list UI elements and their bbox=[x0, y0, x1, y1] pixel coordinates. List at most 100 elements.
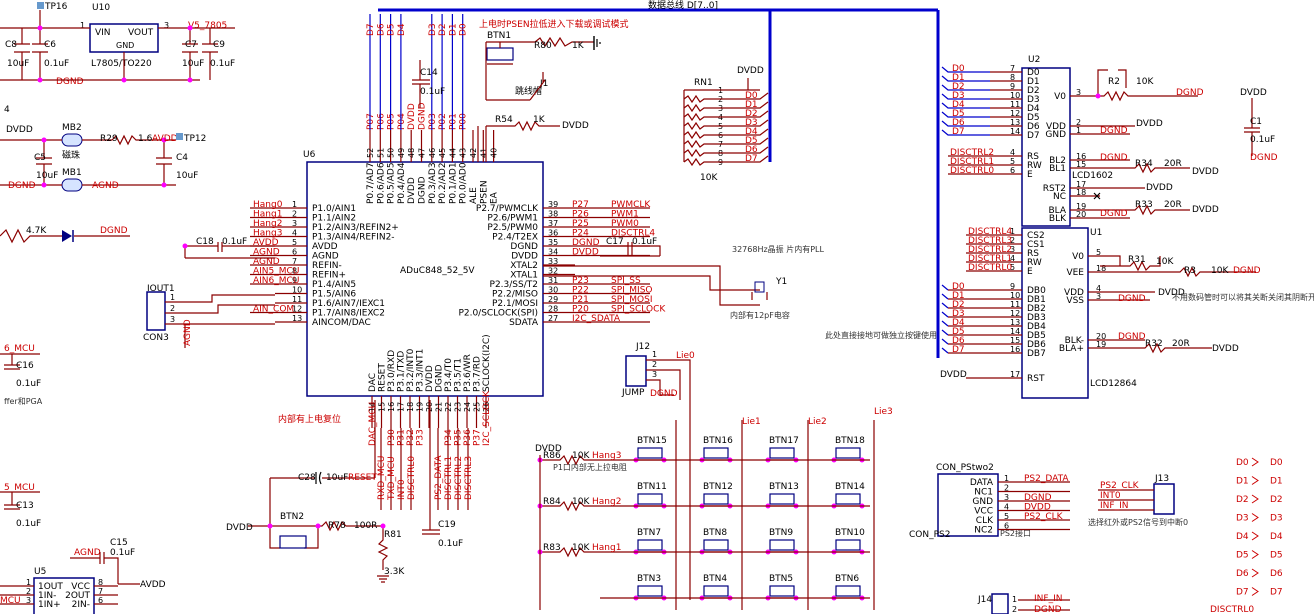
u6-left-pin-name: P1.2/AIN3/REFIN2+ bbox=[312, 223, 399, 233]
c13-val: 0.1uF bbox=[16, 519, 41, 529]
c13-ref: C13 bbox=[16, 501, 34, 511]
reset-circuit[interactable]: C28 10uF RESET BTN2 DVDD R78 100R R81 3.… bbox=[226, 400, 405, 583]
u5-right-pin: 2OUT bbox=[65, 591, 90, 601]
j14-connector[interactable]: J14 1 2 INF_IN DGND bbox=[977, 593, 1070, 614]
rn1-net: D3 bbox=[745, 118, 758, 128]
u1-data-num: 14 bbox=[1010, 327, 1020, 336]
u6-left-net: Hang1 bbox=[253, 210, 282, 220]
u6-right-pin-name: P2.3/SS/T2 bbox=[490, 280, 538, 290]
j13-connector[interactable]: J13 PS2_CLK INT0 INF_IN 选择红外或PS2信号到中断0 bbox=[1088, 474, 1188, 527]
u2-pin-num: 14 bbox=[1010, 127, 1020, 136]
u6-left-pin-num: 13 bbox=[292, 314, 302, 323]
u2-pin-num: 13 bbox=[1010, 118, 1020, 127]
u2-pin-num: 12 bbox=[1010, 109, 1020, 118]
rn1-resistor bbox=[683, 128, 769, 140]
u5-left-pin: 1IN+ bbox=[38, 600, 61, 610]
u6-top-net: P02 bbox=[438, 113, 448, 130]
u6-bottom-net: P30 bbox=[387, 429, 397, 446]
power-filter[interactable]: DVDD MB2 磁珠 MB1 R29 1.6 AVDD TP12 C5 10u… bbox=[0, 123, 206, 192]
ps2-pin-name: VCC bbox=[974, 507, 993, 517]
u6-bottom-pin-num: 19 bbox=[416, 402, 425, 412]
u6-right-net: P24 bbox=[572, 229, 589, 239]
u6-right-pin-num: 30 bbox=[548, 286, 558, 295]
ps2-pin-net: PS2_DATA bbox=[1024, 474, 1069, 484]
ps2-pin-num: 5 bbox=[1004, 512, 1009, 521]
j12-jumper[interactable]: J12 JUMP 1 2 3 Lie0 DGND bbox=[621, 342, 695, 600]
u6-bottom-sig: DISCTRL0 bbox=[407, 456, 417, 500]
u1-vss-net: DGND bbox=[1118, 294, 1146, 304]
u1-part: LCD12864 bbox=[1090, 379, 1137, 389]
r78-val: 100R bbox=[354, 521, 377, 531]
u10-ref: U10 bbox=[92, 3, 110, 13]
u6-top-pin-name: P0.4/AD4 bbox=[397, 162, 407, 204]
u6-right-pin-num: 39 bbox=[548, 200, 558, 209]
keypad-row-resistor bbox=[540, 500, 600, 512]
c19-val: 0.1uF bbox=[438, 539, 463, 549]
keypad-button-label: BTN18 bbox=[835, 436, 865, 446]
edge-label-left: D5 bbox=[1236, 551, 1249, 561]
u6-ref: U6 bbox=[303, 150, 316, 160]
u2-bl2-net: DGND bbox=[1100, 153, 1128, 163]
u6-right-net: P21 bbox=[572, 295, 589, 305]
u6-bottom-pin-name: P3.3/INT1 bbox=[416, 349, 426, 392]
c18-ref: C18 bbox=[196, 237, 214, 247]
u6-right-pin-num: 33 bbox=[548, 257, 558, 266]
u6-bottom-pin-num: 17 bbox=[397, 402, 406, 412]
u5-right-num: 7 bbox=[98, 587, 103, 596]
edge-label-right: D6 bbox=[1270, 569, 1283, 579]
r29-ref: R29 bbox=[100, 134, 118, 144]
u6-right-sig: DISCTRL4 bbox=[611, 229, 655, 239]
u6-left-net: AIN5_MCU bbox=[253, 267, 299, 277]
c28-ref: C28 bbox=[298, 473, 316, 483]
u6-bottom-sig: DISCTRL1 bbox=[444, 456, 454, 500]
u6-top-pin-num: 42 bbox=[469, 148, 478, 158]
r2-val: 10K bbox=[1136, 77, 1154, 87]
c17-cap: C17 0.1uF bbox=[600, 237, 661, 257]
c15-val: 0.1uF bbox=[110, 548, 135, 558]
u6-bottom-net: I2C_SCLOCK bbox=[482, 390, 492, 446]
edge-label-right: D3 bbox=[1270, 514, 1283, 524]
u6-right-net: P23 bbox=[572, 276, 589, 286]
keypad-row-rref: R86 bbox=[543, 451, 561, 461]
u6-top-pin-name: DVDD bbox=[407, 177, 417, 204]
u2-rpin-num: 20 bbox=[1076, 210, 1086, 219]
u6-left-net: AIN_COM bbox=[253, 305, 294, 315]
j1-note: 跳线帽 bbox=[515, 85, 542, 97]
u6-right-net: DVDD bbox=[572, 248, 599, 258]
u6-left-net: Hang3 bbox=[253, 229, 282, 239]
regulator-u10[interactable]: U10 VIN VOUT GND L7805/TO220 1 3 V5_7805… bbox=[0, 2, 235, 87]
u6-right-net: P20 bbox=[572, 305, 589, 315]
u6-top-bus-label: D6 bbox=[376, 23, 386, 36]
u6-bottom-net: DAC_MCU bbox=[368, 402, 378, 446]
keypad-button-label: BTN15 bbox=[637, 436, 667, 446]
iout-pin1: 1 bbox=[170, 293, 175, 302]
u2-bus-entry bbox=[941, 93, 990, 100]
u1-rpin-num: 4 bbox=[1096, 284, 1101, 293]
u2-pin-num: 7 bbox=[1010, 64, 1015, 73]
c17-ref: C17 bbox=[606, 237, 624, 247]
crystal-y1[interactable]: Y1 32768Hz晶振 片内有PLL 内部有12pF电容 bbox=[543, 244, 824, 320]
edge-label-left: D4 bbox=[1236, 532, 1249, 542]
u6-left-pin-name: P1.4/AIN5 bbox=[312, 280, 356, 290]
u5-right-num: 6 bbox=[98, 596, 103, 605]
keypad-button-label: BTN8 bbox=[703, 528, 727, 538]
pf-dgnd: DGND bbox=[8, 181, 36, 191]
u2-rpin-num: 17 bbox=[1076, 180, 1086, 189]
u2-bus-entry bbox=[941, 129, 990, 136]
j12-pin2: 2 bbox=[652, 360, 657, 369]
u1-data-name: DB7 bbox=[1027, 349, 1046, 359]
r81-val: 3.3K bbox=[384, 567, 405, 577]
u6-right-pin-num: 35 bbox=[548, 238, 558, 247]
u6-left-pin-name: P1.6/AIN7/IEXC1 bbox=[312, 299, 385, 309]
u6-bottom-pin-name: P3.7/RD bbox=[473, 356, 483, 392]
note-crystal: 32768Hz晶振 片内有PLL bbox=[732, 244, 824, 254]
c6-val: 0.1uF bbox=[44, 59, 69, 69]
btn1-switch[interactable]: BTN1 R80 1K J1 跳线帽 bbox=[485, 31, 601, 101]
